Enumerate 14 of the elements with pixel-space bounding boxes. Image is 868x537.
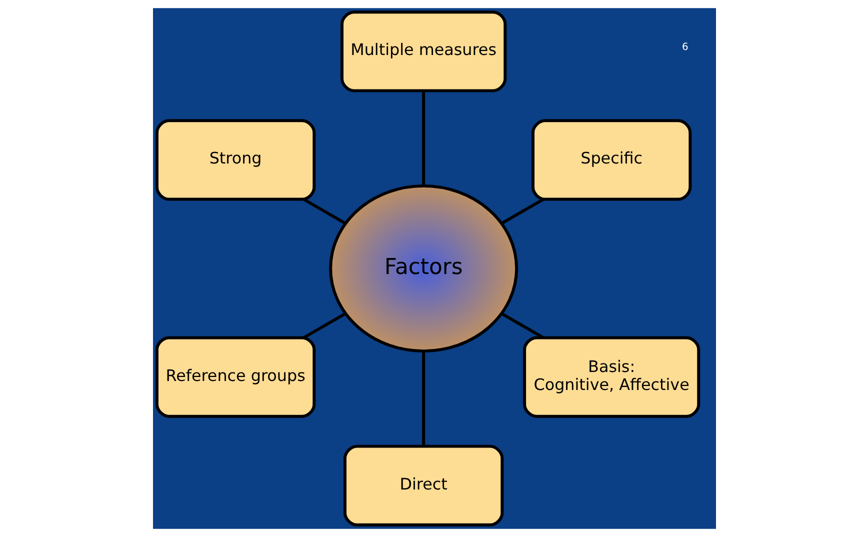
connector [500,198,544,225]
node-box: Multiple measures [340,10,506,92]
connector [422,351,425,446]
node-box: Direct [343,444,504,526]
node-box: Specific [531,119,692,201]
node-box: Basis: Cognitive, Affective [522,336,700,418]
label: 6 [682,42,688,54]
connector [422,90,425,186]
connector [500,312,544,339]
node-box: Reference groups [154,336,316,418]
node-box: Strong [154,119,316,201]
connector [302,198,346,225]
node-ellipse: Factors [328,184,518,353]
connector [302,312,346,339]
